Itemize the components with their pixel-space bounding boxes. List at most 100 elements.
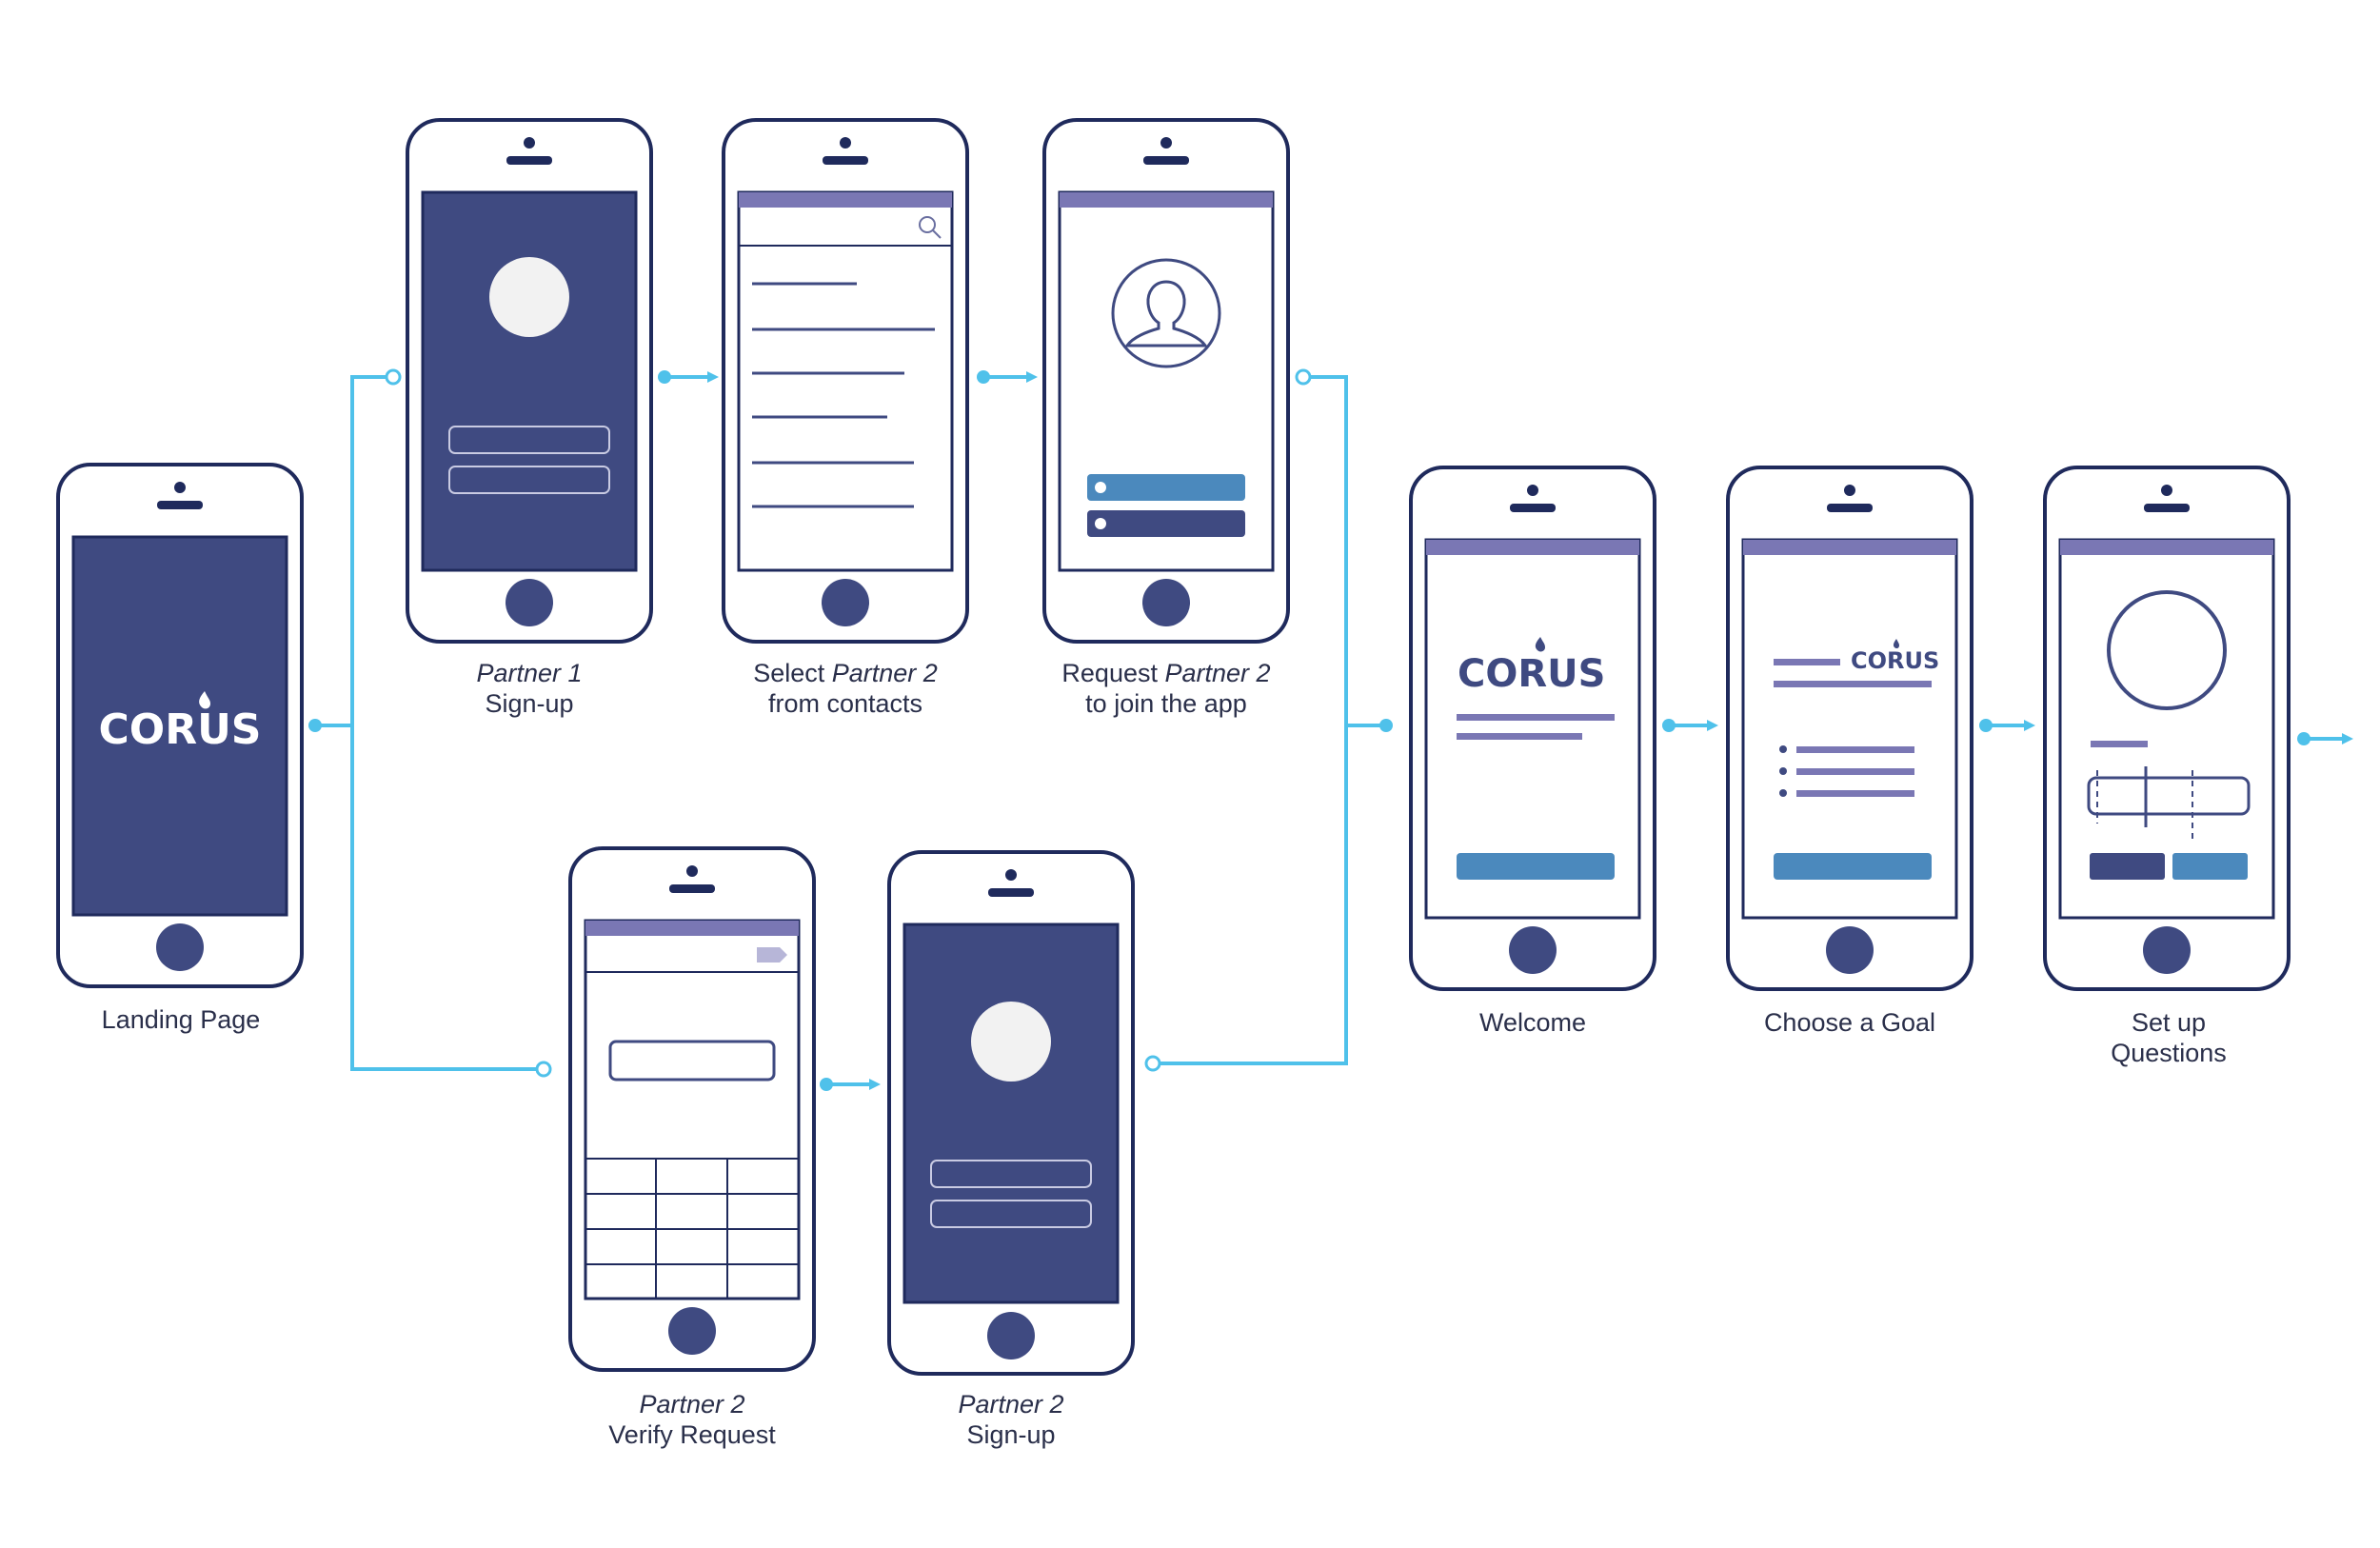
connector-endpoints	[308, 368, 2311, 1091]
caption-request-line2: to join the app	[1085, 689, 1247, 718]
home-button	[1509, 926, 1557, 974]
list-item	[1796, 746, 1914, 753]
caption-goal: Choose a Goal	[1764, 1008, 1935, 1037]
home-button	[668, 1307, 716, 1355]
caption-p2-line1: Partner 2	[958, 1390, 1063, 1419]
caption-select-italic: Partner 2	[832, 659, 938, 687]
phone-screen	[584, 919, 801, 1300]
header-line	[1774, 681, 1932, 687]
phone-choose-goal: CORUS	[1726, 466, 1973, 991]
phone-screen	[902, 923, 1120, 1304]
avatar	[489, 257, 569, 337]
list-item	[1796, 790, 1914, 797]
caption-setup-line1: Set up	[2132, 1008, 2206, 1037]
status-bar	[585, 921, 799, 936]
user-icon	[1111, 258, 1221, 368]
list-item	[1796, 768, 1914, 775]
phone-partner2-signup	[887, 850, 1135, 1376]
keypad	[585, 1158, 800, 1300]
phone-camera	[1844, 485, 1855, 496]
phone-camera	[840, 137, 851, 149]
password-field	[930, 1200, 1092, 1228]
phone-speaker	[506, 156, 552, 165]
flame-icon	[1535, 637, 1545, 652]
username-field	[930, 1160, 1092, 1188]
phone-screen	[421, 190, 638, 572]
radio-dot	[1095, 482, 1106, 493]
phone-speaker	[1510, 504, 1556, 512]
caption-verify-line2: Verify Request	[608, 1420, 776, 1449]
phone-screen	[1058, 190, 1275, 572]
phone-speaker	[1143, 156, 1189, 165]
connector-arrowheads	[707, 371, 2353, 1090]
caption-landing: Landing Page	[102, 1005, 261, 1034]
phone-speaker	[823, 156, 868, 165]
accept-option	[1087, 474, 1245, 501]
phone-camera	[686, 865, 698, 877]
status-bar	[1743, 540, 1956, 555]
home-button	[822, 579, 869, 626]
question-circle	[2107, 590, 2227, 710]
continue-button	[1457, 853, 1615, 880]
phone-landing: CORUS	[56, 463, 304, 988]
phone-select-partner	[722, 118, 969, 644]
status-bar	[1426, 540, 1639, 555]
search-icon	[919, 216, 942, 239]
goal-list	[1779, 745, 1914, 797]
phone-screen	[71, 535, 288, 917]
avatar	[971, 1002, 1051, 1082]
home-button	[1826, 926, 1874, 974]
welcome-text-line	[1457, 733, 1582, 740]
username-field	[448, 426, 610, 454]
corus-logo: CORUS	[1458, 652, 1605, 696]
flame-icon	[1893, 639, 1899, 649]
caption-setup-line2: Questions	[2111, 1039, 2227, 1067]
flame-icon	[199, 691, 210, 709]
phone-camera	[2161, 485, 2172, 496]
flow-connectors	[315, 375, 2342, 1086]
phone-speaker	[1827, 504, 1873, 512]
phone-camera	[1160, 137, 1172, 149]
phone-speaker	[157, 501, 203, 509]
password-field	[448, 466, 610, 494]
home-button	[987, 1312, 1035, 1359]
next-button	[2172, 853, 2248, 880]
phone-welcome: CORUS	[1409, 466, 1656, 991]
home-button	[2143, 926, 2191, 974]
home-button	[506, 579, 553, 626]
corus-logo-small: CORUS	[1851, 647, 1939, 674]
contact-list	[752, 282, 935, 508]
home-button	[156, 923, 204, 971]
phone-screen	[737, 190, 954, 572]
phone-partner2-verify	[568, 846, 816, 1372]
status-bar	[739, 192, 952, 208]
status-bar	[2060, 540, 2273, 555]
header-line	[1774, 659, 1840, 665]
caption-p1-line1: Partner 1	[476, 659, 582, 687]
phone-camera	[1005, 869, 1017, 881]
question-label-line	[2091, 741, 2148, 747]
radio-dot	[1095, 518, 1106, 529]
phone-partner1-signup	[406, 118, 653, 644]
home-button	[1142, 579, 1190, 626]
caption-request-pre: Request	[1061, 659, 1164, 687]
phone-speaker	[2144, 504, 2190, 512]
caption-request-line1: Request Partner 2	[1061, 659, 1270, 687]
caption-verify-line1: Partner 2	[639, 1390, 744, 1419]
caption-select-line2: from contacts	[768, 689, 922, 718]
phone-speaker	[669, 884, 715, 893]
continue-button	[1774, 853, 1932, 880]
phone-camera	[174, 482, 186, 493]
corus-logo: CORUS	[99, 705, 262, 754]
caption-select-line1: Select Partner 2	[753, 659, 938, 687]
caption-request-italic: Partner 2	[1165, 659, 1271, 687]
caption-p1-line2: Sign-up	[485, 689, 573, 718]
phone-request-partner	[1042, 118, 1290, 644]
status-bar	[1060, 192, 1273, 208]
tag-icon	[757, 947, 787, 963]
welcome-text-line	[1457, 714, 1615, 721]
back-button	[2090, 853, 2165, 880]
phone-camera	[524, 137, 535, 149]
phone-speaker	[988, 888, 1034, 897]
